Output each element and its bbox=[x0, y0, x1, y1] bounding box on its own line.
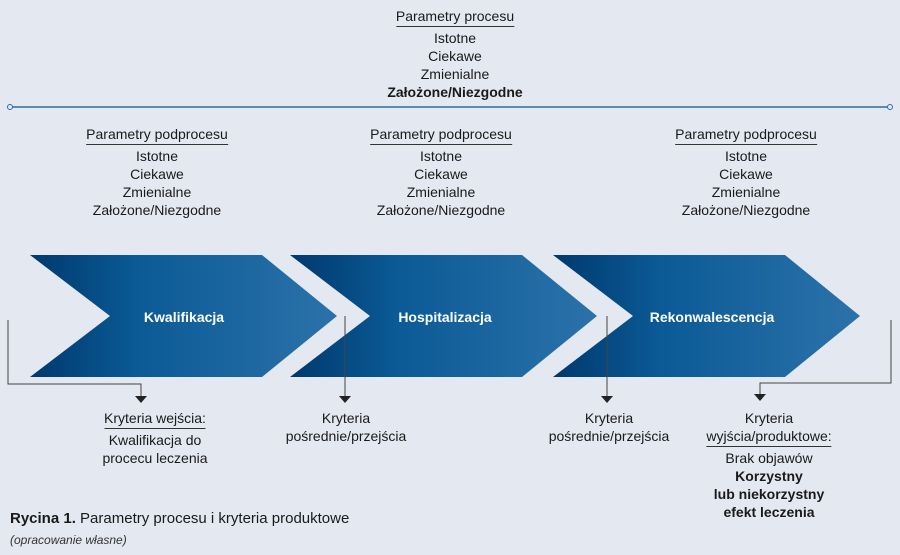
subprocess-parameters-3: Parametry podprocesu Istotne Ciekawe Zmi… bbox=[675, 125, 817, 219]
subprocess-title: Parametry podprocesu bbox=[675, 125, 817, 145]
subprocess-title: Parametry podprocesu bbox=[370, 125, 512, 145]
param: Ciekawe bbox=[414, 166, 468, 182]
criteria-line: efekt leczenia bbox=[723, 504, 815, 520]
criteria-line: Kryteria bbox=[584, 410, 634, 426]
subprocess-title: Parametry podprocesu bbox=[86, 125, 228, 145]
arrow-down-icon bbox=[601, 396, 613, 403]
param: Ciekawe bbox=[428, 48, 482, 64]
mid-criteria-2: Kryteria pośrednie/przejścia bbox=[549, 409, 670, 445]
param: Istotne bbox=[433, 30, 477, 46]
exit-connector bbox=[759, 320, 892, 394]
stage-label: Kwalifikacja bbox=[143, 309, 225, 325]
param: Istotne bbox=[724, 148, 768, 164]
exit-criteria: Kryteria wyjścia/produktowe: Brak objawó… bbox=[706, 409, 832, 521]
criteria-line: Brak objawów bbox=[725, 450, 813, 466]
param: Ciekawe bbox=[719, 166, 773, 182]
param: Istotne bbox=[135, 148, 179, 164]
param: Zmienialne bbox=[406, 184, 476, 200]
criteria-line: lub niekorzystny bbox=[713, 486, 825, 502]
caption-note: (opracowanie własne) bbox=[10, 533, 127, 547]
criteria-title: Kryteria bbox=[744, 410, 794, 426]
process-title: Parametry procesu bbox=[395, 7, 515, 27]
chevron-kwalifikacja bbox=[30, 255, 337, 377]
param: Ciekawe bbox=[130, 166, 184, 182]
caption-label: Rycina 1. bbox=[10, 510, 76, 527]
param: Zmienialne bbox=[711, 184, 781, 200]
criteria-line: procecu leczenia bbox=[102, 450, 208, 466]
line-end-dot bbox=[887, 104, 893, 110]
stage-label: Hospitalizacja bbox=[398, 309, 492, 325]
arrow-down-icon bbox=[754, 394, 766, 401]
param: Zmienialne bbox=[122, 184, 192, 200]
subprocess-parameters-2: Parametry podprocesu Istotne Ciekawe Zmi… bbox=[370, 125, 512, 219]
criteria-line: pośrednie/przejścia bbox=[548, 428, 670, 444]
chevron-rekonwalescencja bbox=[553, 255, 860, 377]
entry-connector bbox=[7, 320, 142, 396]
stage-label: Rekonwalescencja bbox=[649, 309, 775, 325]
criteria-title: Kryteria wejścia: bbox=[104, 409, 206, 429]
figure-caption: Rycina 1. Parametry procesu i kryteria p… bbox=[10, 510, 349, 527]
arrow-down-icon bbox=[135, 396, 147, 403]
criteria-line: Korzystny bbox=[735, 468, 803, 484]
entry-criteria: Kryteria wejścia: Kwalifikacja do procec… bbox=[102, 409, 207, 467]
criteria-title: wyjścia/produktowe: bbox=[706, 427, 832, 447]
line-end-dot bbox=[7, 104, 13, 110]
param: Założone/Niezgodne bbox=[376, 202, 506, 218]
mid-criteria-1: Kryteria pośrednie/przejścia bbox=[286, 409, 407, 445]
criteria-line: Kryteria bbox=[321, 410, 371, 426]
param: Założone/Niezgodne bbox=[387, 84, 523, 100]
process-parameters: Parametry procesu Istotne Ciekawe Zmieni… bbox=[387, 7, 522, 101]
param: Założone/Niezgodne bbox=[681, 202, 811, 218]
caption-text: Parametry procesu i kryteria produktowe bbox=[75, 510, 350, 527]
criteria-line: Kwalifikacja do bbox=[108, 432, 202, 448]
param: Założone/Niezgodne bbox=[92, 202, 222, 218]
param: Zmienialne bbox=[420, 66, 490, 82]
subprocess-parameters-1: Parametry podprocesu Istotne Ciekawe Zmi… bbox=[86, 125, 228, 219]
criteria-line: pośrednie/przejścia bbox=[285, 428, 407, 444]
param: Istotne bbox=[419, 148, 463, 164]
arrow-down-icon bbox=[339, 396, 351, 403]
chevron-hospitalizacja bbox=[290, 255, 597, 377]
